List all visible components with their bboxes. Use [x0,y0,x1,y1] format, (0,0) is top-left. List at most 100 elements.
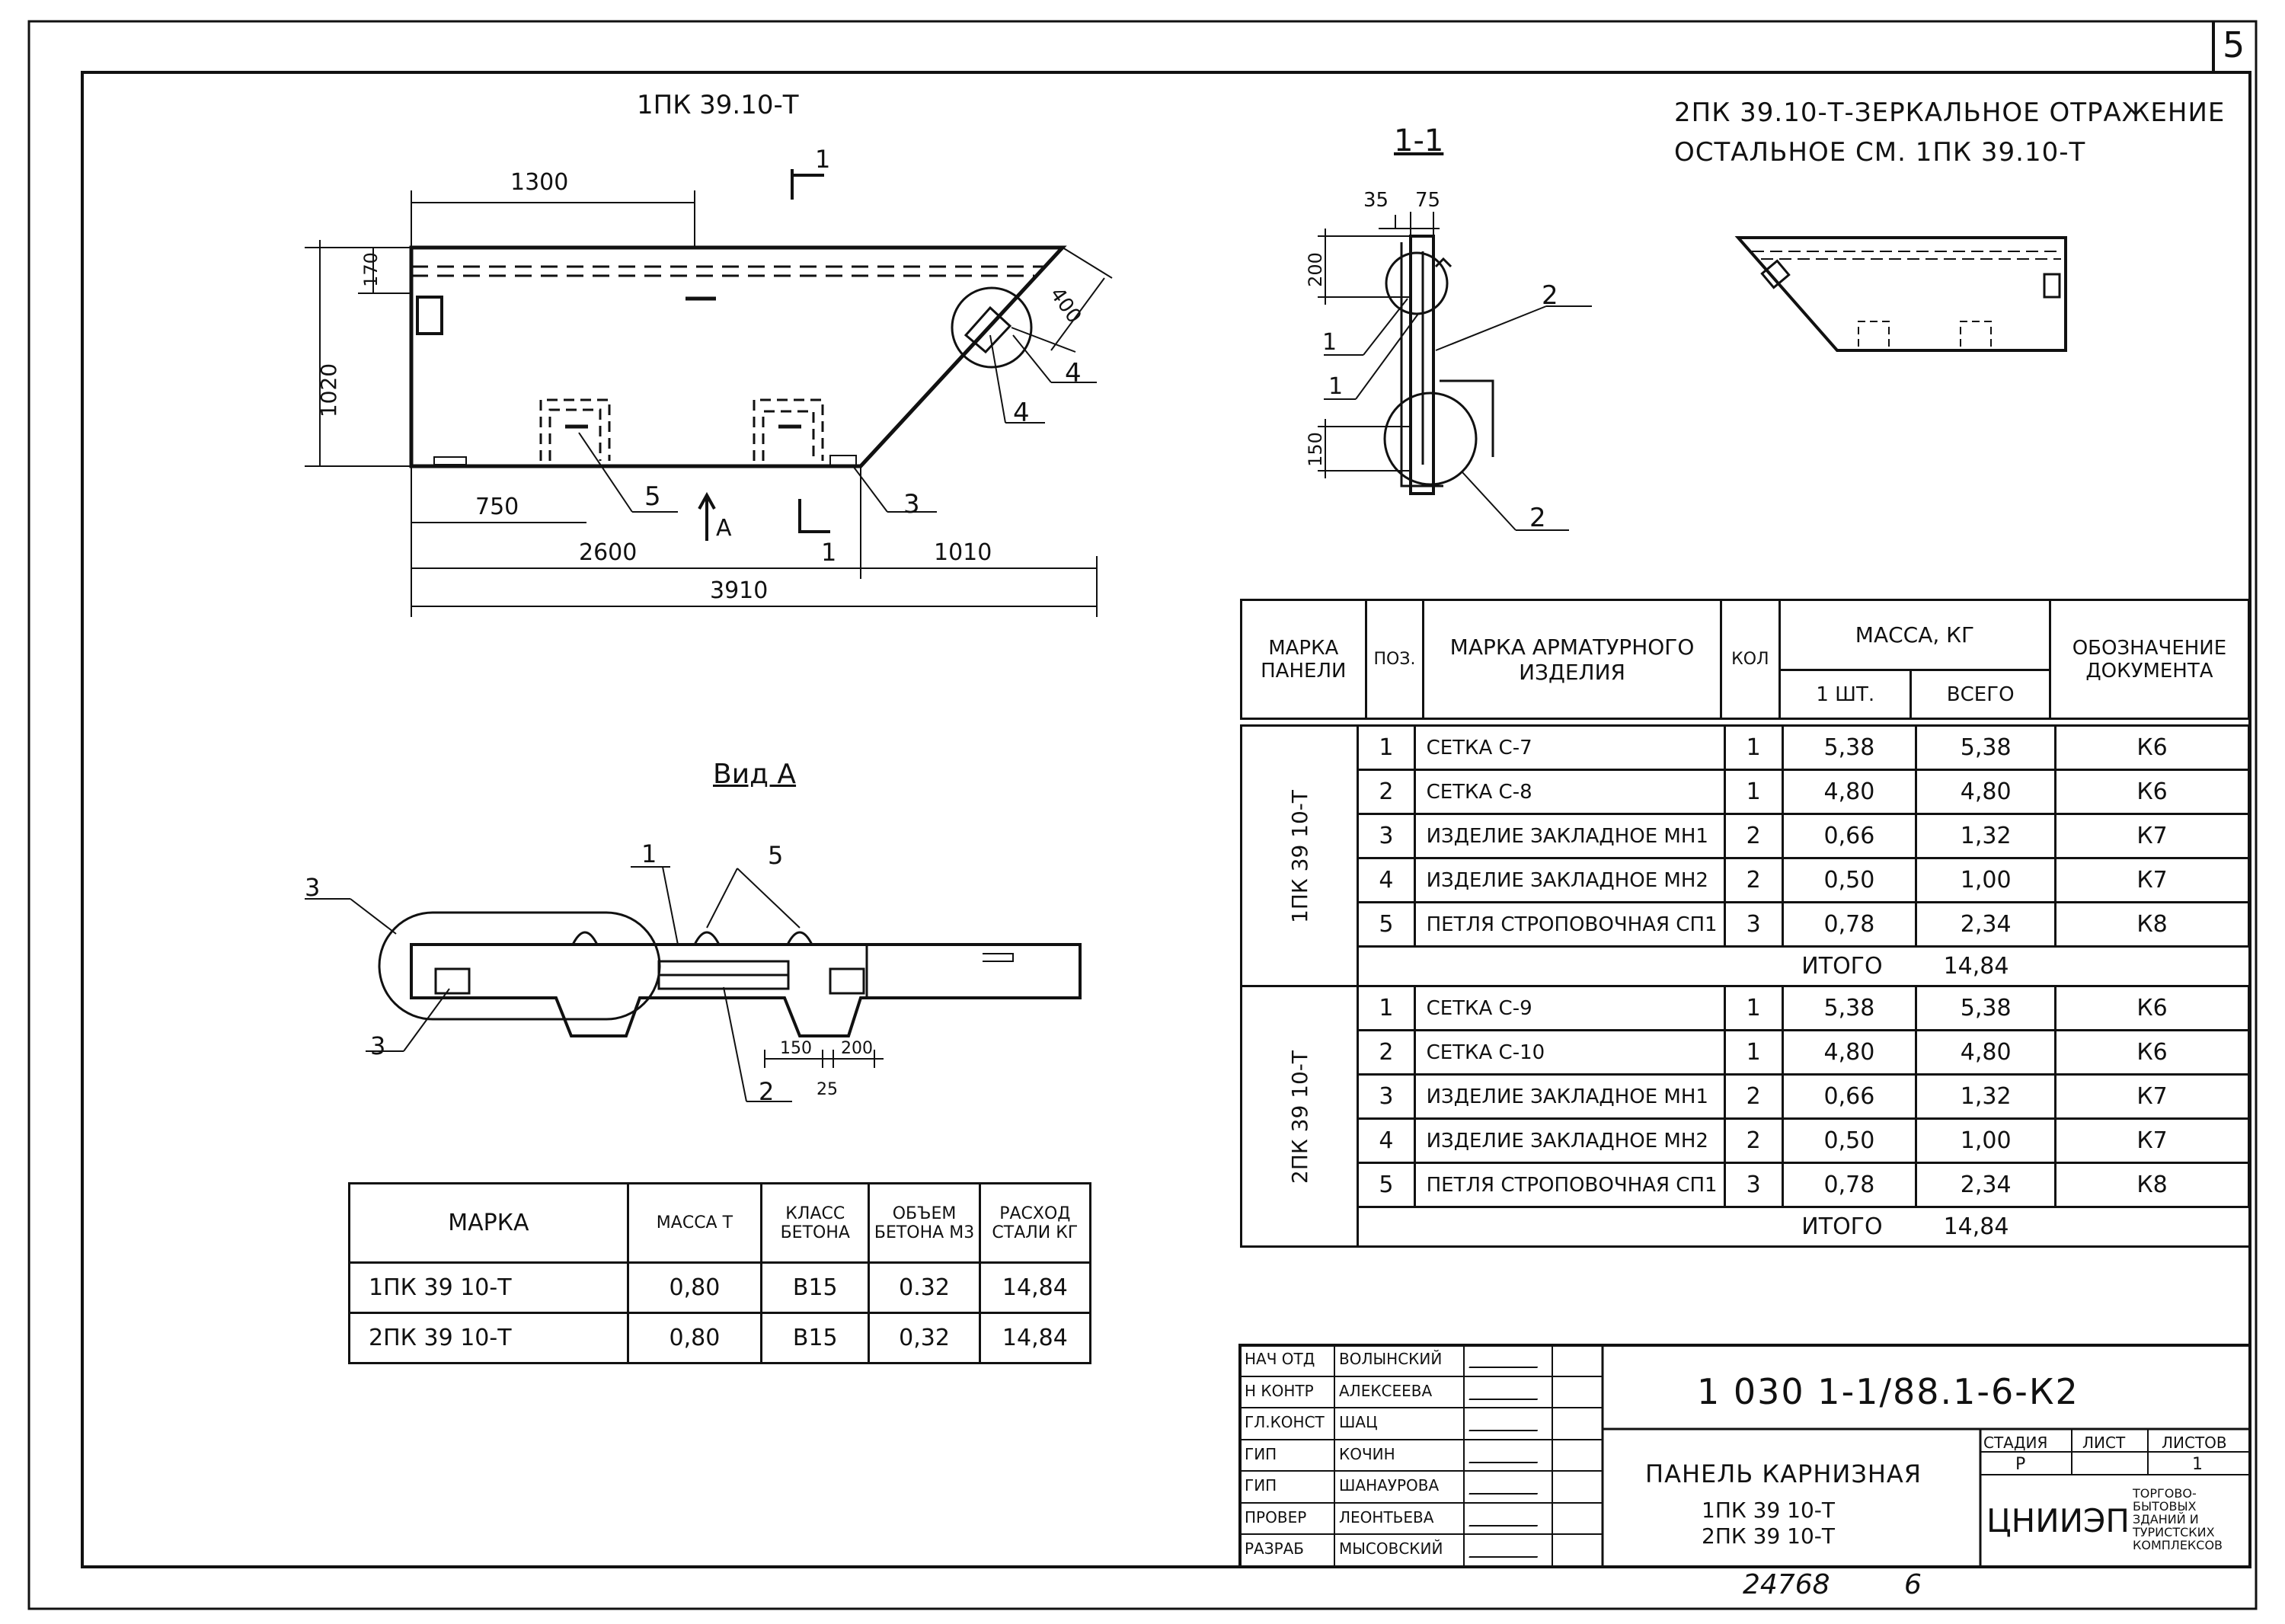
spec-total-value: 14,84 [1943,953,2009,980]
pos-label-3: 3 [903,489,920,519]
main-view-title: 1ПК 39.10-Т [637,90,799,120]
spec-cell-pos: 5 [1357,901,1416,948]
view-a-pos-3a: 3 [305,873,321,902]
signature-role: ГИП [1245,1476,1277,1495]
document-code: 1 030 1-1/88.1-6-К2 [1697,1371,2079,1412]
handwritten-signature [1468,1447,1543,1463]
spec-cell-mass-one: 5,38 [1781,985,1918,1031]
org-description-line: ЗДАНИЙ И [2133,1512,2199,1526]
pos-label-5: 5 [644,481,661,512]
handwritten-signature [1468,1542,1543,1558]
spec-cell-qty: 2 [1723,1073,1784,1120]
spec-cell-qty: 2 [1723,1117,1784,1164]
pos-label-4b: 4 [1013,398,1030,428]
org-description-line: КОМПЛЕКСОВ [2133,1538,2223,1552]
view-a-pos-1: 1 [641,839,657,868]
mass-cell-mark: 1ПК 39 10-Т [348,1261,629,1314]
spec-cell-mass-total: 4,80 [1915,1029,2057,1076]
signature-name: ШАНАУРОВА [1339,1476,1440,1495]
sheets-label: ЛИСТОВ [2162,1434,2227,1452]
org-description-line: ТУРИСТСКИХ [2133,1525,2215,1539]
signature-role: РАЗРАБ [1245,1539,1305,1558]
dim-1300: 1300 [510,169,569,196]
spec-header-mass: МАССА, КГ [1778,599,2051,671]
spec-cell-pos: 5 [1357,1162,1416,1208]
spec-cell-mass-one: 0,78 [1781,1162,1918,1208]
mass-header-concrete: КЛАСС БЕТОНА [760,1182,871,1264]
sheet-label: ЛИСТ [2082,1434,2126,1452]
mass-header-mark: МАРКА [348,1182,629,1264]
spec-table: МАРКА ПАНЕЛИ ПОЗ. МАРКА АРМАТУРНОГО ИЗДЕ… [1240,599,2251,720]
spec-header-one: 1 ШТ. [1778,669,1913,720]
mass-cell-mass: 0,80 [626,1261,763,1314]
spec-total-label: ИТОГО [1801,1213,1883,1240]
signature-name: ВОЛЫНСКИЙ [1339,1350,1443,1368]
stage-value: Р [2015,1455,2026,1474]
panel-description-2: 1ПК 39 10-Т [1702,1498,1836,1523]
mass-cell-steel: 14,84 [978,1261,1092,1314]
mass-cell-mark: 2ПК 39 10-Т [348,1312,629,1364]
handwritten-signature [1468,1353,1543,1368]
dim-1010: 1010 [934,539,992,566]
spec-cell-item: ИЗДЕЛИЕ ЗАКЛАДНОЕ МН1 [1413,813,1726,859]
spec-cell-qty: 1 [1723,1029,1784,1076]
section-pos-1a: 1 [1322,329,1337,356]
handwritten-signature [1468,1384,1543,1400]
mass-table: МАРКА МАССА Т КЛАСС БЕТОНА ОБЪЕМ БЕТОНА … [348,1182,1092,1364]
org-description-line: ТОРГОВО- [2133,1486,2197,1501]
spec-cell-mass-one: 4,80 [1781,769,1918,815]
spec-cell-mass-one: 5,38 [1781,724,1918,771]
pos-label-4a: 4 [1065,358,1082,388]
mass-cell-steel: 14,84 [978,1312,1092,1364]
signature-name: МЫСОВСКИЙ [1339,1539,1443,1558]
spec-header-pos: ПОЗ. [1364,599,1425,720]
section-pos-1b: 1 [1328,373,1344,400]
spec-cell-item: ПЕТЛЯ СТРОПОВОЧНАЯ СП1 [1413,901,1726,948]
spec-cell-pos: 3 [1357,1073,1416,1120]
mass-cell-volume: 0.32 [868,1261,981,1314]
spec-header-panel: МАРКА ПАНЕЛИ [1240,599,1367,720]
stage-label: СТАДИЯ [1983,1434,2048,1452]
spec-cell-doc: К8 [2054,901,2250,948]
spec-cell-item: ИЗДЕЛИЕ ЗАКЛАДНОЕ МН1 [1413,1073,1726,1120]
section-pos-2a: 2 [1542,280,1558,311]
signature-row: НАЧ ОТД ВОЛЫНСКИЙ [1240,1345,1603,1377]
spec-cell-pos: 1 [1357,985,1416,1031]
sheets-value: 1 [2192,1455,2203,1474]
spec-cell-mass-total: 5,38 [1915,724,2057,771]
spec-cell-mass-total: 1,00 [1915,1117,2057,1164]
spec-cell-qty: 2 [1723,857,1784,903]
spec-cell-mass-total: 1,32 [1915,813,2057,859]
spec-cell-doc: К7 [2054,1073,2250,1120]
spec-cell-mass-total: 1,00 [1915,857,2057,903]
handwritten-signature [1468,1479,1543,1495]
spec-cell-doc: К7 [2054,1117,2250,1164]
panel-description-1: ПАНЕЛЬ КАРНИЗНАЯ [1645,1459,1922,1488]
signature-role: НАЧ ОТД [1245,1350,1315,1368]
spec-cell-doc: К8 [2054,1162,2250,1208]
dim-750: 750 [475,494,519,520]
spec-cell-mass-total: 1,32 [1915,1073,2057,1120]
org-name: ЦНИИЭП [1986,1502,2130,1539]
handwritten-signature [1468,1416,1543,1432]
sheet-number: 5 [2223,24,2245,66]
panel-description-3: 2ПК 39 10-Т [1702,1523,1836,1549]
view-a-pos-2: 2 [759,1077,775,1106]
mass-cell-volume: 0,32 [868,1312,981,1364]
spec-cell-item: ПЕТЛЯ СТРОПОВОЧНАЯ СП1 [1413,1162,1726,1208]
spec-cell-mass-total: 5,38 [1915,985,2057,1031]
view-a-dim-150: 150 [780,1039,812,1058]
